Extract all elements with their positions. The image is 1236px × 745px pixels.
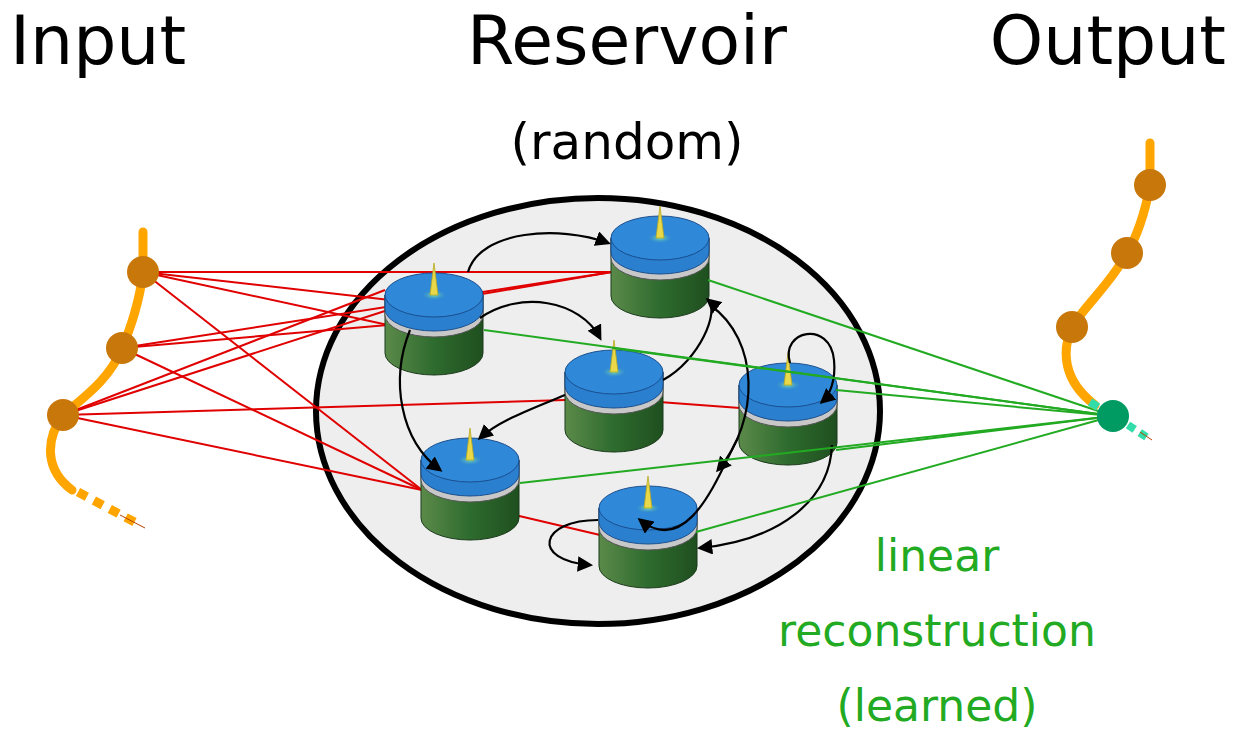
output-weights: [484, 280, 1113, 532]
input-signal: [47, 232, 159, 528]
readout-note: linear reconstruction (learned): [757, 518, 1117, 743]
reservoir-ellipse: [316, 198, 880, 624]
output-signal: [1056, 143, 1166, 440]
section-heading: Output: [990, 0, 1226, 82]
recurrent-connections: [400, 233, 834, 565]
section-heading: Input: [10, 0, 186, 82]
section-heading: Reservoir: [467, 0, 787, 82]
section-subheading: (random): [511, 112, 744, 172]
